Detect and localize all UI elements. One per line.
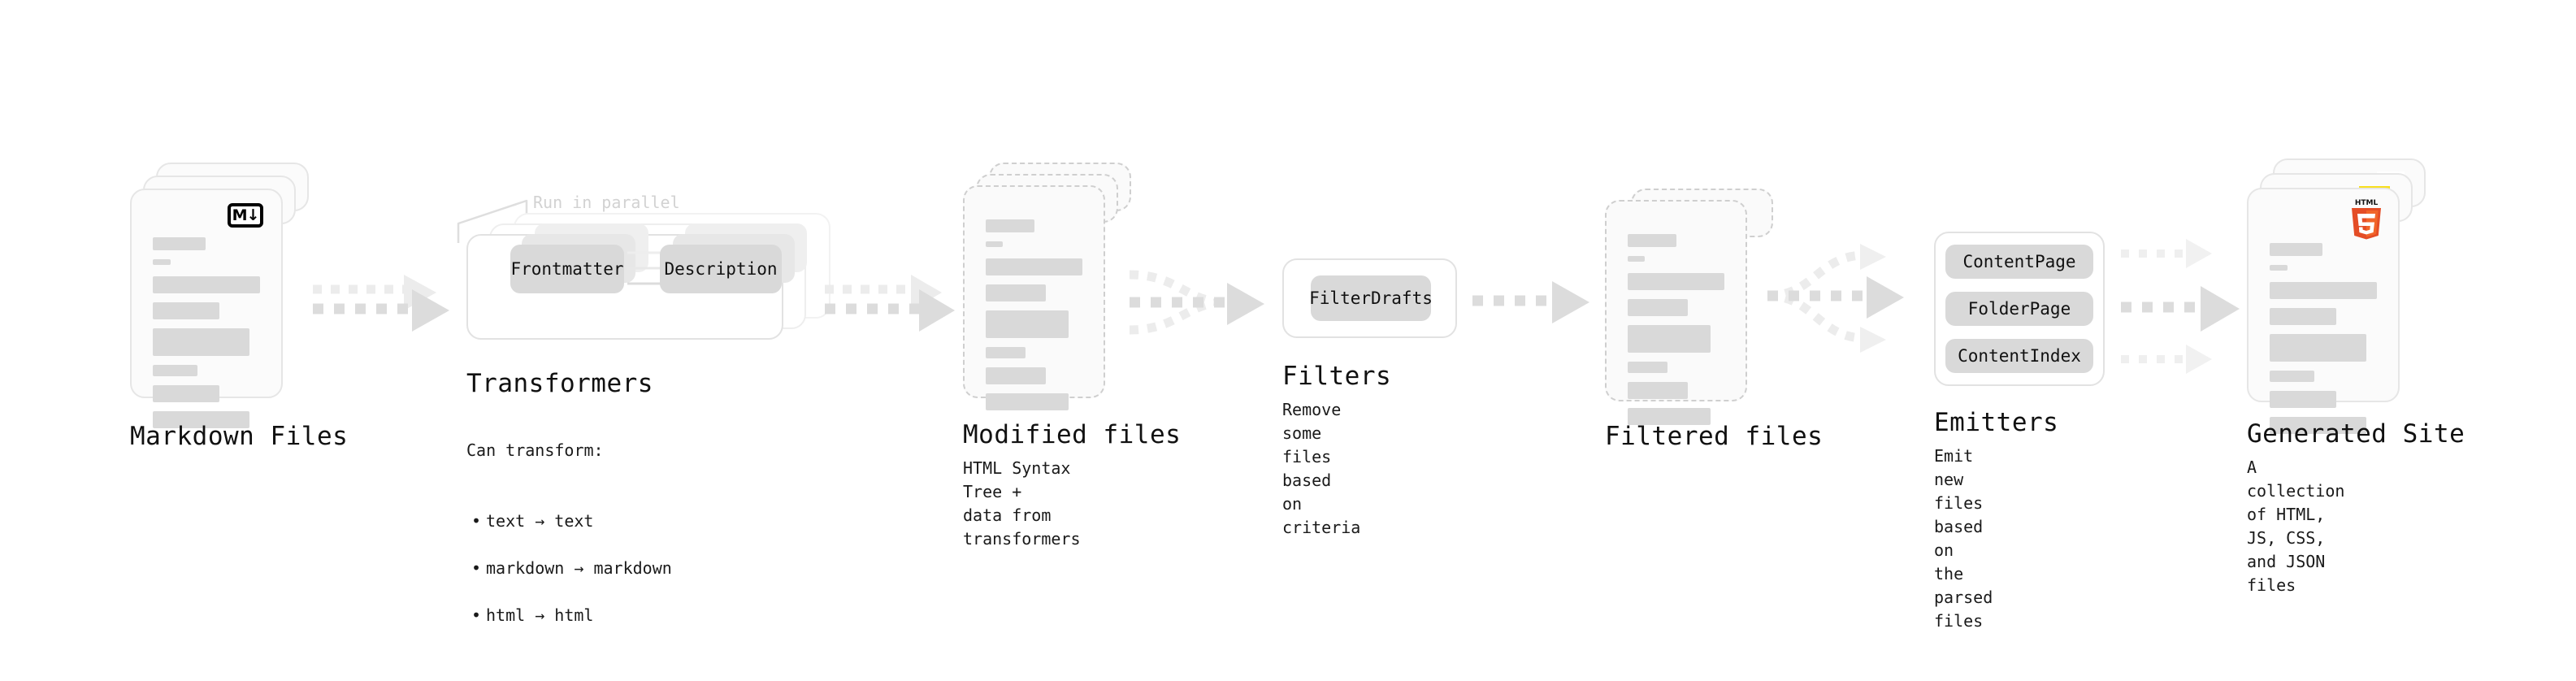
page-title-modified-files: Modified files: [963, 420, 1182, 449]
caption-transformers-bullets: text → text markdown → markdown html → h…: [466, 486, 672, 651]
bullet-html: html → html: [466, 604, 672, 627]
chip-folderpage[interactable]: FolderPage: [1945, 292, 2093, 326]
caption-emitters: Emit new files based on the parsed files: [1934, 446, 1993, 631]
chip-filterdrafts[interactable]: FilterDrafts: [1309, 275, 1433, 321]
chip-contentindex[interactable]: ContentIndex: [1945, 339, 2093, 373]
connector-filtered-to-emitters: [1767, 244, 1938, 374]
caption-transformers-lead: Can transform:: [466, 440, 604, 460]
connector-modified-to-filters: [1129, 260, 1292, 358]
run-in-parallel-label: Run in parallel: [533, 193, 680, 212]
page-title-filtered-files: Filtered files: [1605, 422, 1824, 451]
html5-icon: HTML: [2348, 197, 2385, 240]
page-title-markdown-files: Markdown Files: [130, 422, 349, 451]
bullet-markdown: markdown → markdown: [466, 557, 672, 580]
file-card-front: [1605, 200, 1747, 425]
connector-emitters-to-site: [2121, 236, 2267, 382]
file-content-placeholder: [1628, 234, 1724, 434]
markdown-icon: M↓: [228, 203, 263, 228]
file-content-placeholder: [153, 237, 260, 437]
page-title-generated-site: Generated Site: [2247, 419, 2465, 449]
caption-transformers: Can transform: text → text markdown → ma…: [466, 415, 672, 674]
connector-markdown-to-transformers: [313, 268, 459, 358]
chip-description[interactable]: Description: [660, 245, 782, 293]
page-title-transformers: Transformers: [466, 369, 653, 398]
markdown-file-stack: M↓ M↓ M↓: [130, 163, 309, 428]
caption-modified-files: HTML Syntax Tree + data from transformer…: [963, 458, 1081, 549]
file-card-front: [963, 185, 1105, 410]
page-title-emitters: Emitters: [1934, 408, 2059, 437]
run-in-parallel-bracket: [457, 199, 528, 243]
caption-filters: Remove some files based on criteria: [1282, 400, 1361, 537]
generated-file-stack: CSS HTML: [2247, 158, 2430, 434]
file-card-front: HTML: [2247, 188, 2400, 434]
modified-file-stack: [963, 163, 1138, 410]
page-title-filters: Filters: [1282, 362, 1392, 391]
file-content-placeholder: [2270, 243, 2377, 443]
svg-text:HTML: HTML: [2355, 199, 2379, 207]
bullet-text: text → text: [466, 510, 672, 533]
connector-transformers-to-modified: [825, 268, 971, 358]
connector-filters-to-filtered: [1472, 276, 1602, 341]
chip-frontmatter[interactable]: Frontmatter: [510, 245, 624, 293]
file-card-front: M↓: [130, 189, 283, 428]
filtered-file-stack: [1605, 189, 1780, 425]
caption-generated-site: A collection of HTML, JS, CSS, and JSON …: [2247, 458, 2345, 595]
file-content-placeholder: [986, 219, 1082, 419]
chip-contentpage[interactable]: ContentPage: [1945, 245, 2093, 279]
